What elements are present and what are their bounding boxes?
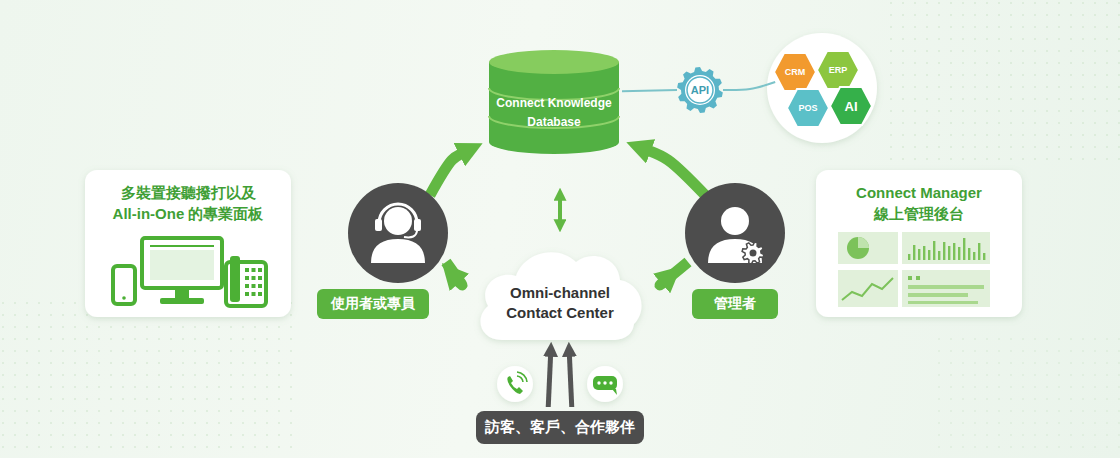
- node-text: CRM: [785, 67, 806, 77]
- node-text: 管理者: [692, 289, 778, 319]
- admin-circle: 管理者: [685, 183, 785, 323]
- panel-card: [816, 170, 1022, 317]
- system-hexagon: POS: [786, 88, 830, 128]
- connector-arrow: [649, 151, 705, 195]
- connector-arrow: [430, 154, 460, 195]
- cloud-shape: Omni-channel Contact Center: [472, 240, 648, 348]
- node-text: Connect Knowledge Database: [492, 94, 616, 131]
- bar-chart: [908, 238, 985, 260]
- connector-arrow: [446, 262, 462, 285]
- node-text: API: [691, 84, 709, 96]
- node-text: Omni-channel Contact Center: [494, 283, 626, 324]
- node-text: POS: [798, 103, 817, 113]
- devices-illustration: [113, 238, 266, 306]
- panel-title-box: Connect Manager 線上管理後台: [816, 170, 1022, 232]
- connector-arrow: [723, 82, 775, 90]
- user-circle: 使用者或專員: [317, 183, 449, 323]
- connector-arrow: [569, 356, 571, 407]
- connector-arrow: [660, 262, 688, 285]
- connector-arrow: [558, 200, 562, 220]
- audience-box: 訪客、客戶、合作夥伴: [476, 411, 644, 444]
- connector-arrow: [548, 356, 550, 407]
- system-hexagon: CRM: [773, 52, 817, 92]
- node-text: Connect Manager 線上管理後台: [838, 182, 1001, 224]
- system-hexagon: AI: [829, 86, 873, 126]
- api-gear: API: [677, 67, 723, 113]
- system-hexagon: ERP: [816, 50, 860, 90]
- chat-icon: [587, 366, 623, 402]
- panel-card: [85, 170, 291, 317]
- dot-texture: [930, 330, 1120, 458]
- keypad-dots: [245, 268, 262, 296]
- dashboard-illustration: [838, 232, 990, 307]
- dot-texture: [0, 300, 300, 458]
- node-text: 多裝置接聽撥打以及 All-in-One 的專業面板: [107, 182, 270, 224]
- phone-icon: [497, 366, 533, 402]
- integration-circle: [767, 33, 877, 143]
- panel-title-box: 多裝置接聽撥打以及 All-in-One 的專業面板: [85, 170, 291, 232]
- database-cylinder: Connect Knowledge Database: [487, 48, 621, 156]
- dot-texture: [880, 0, 1120, 160]
- node-text: 訪客、客戶、合作夥伴: [485, 418, 635, 437]
- node-text: ERP: [829, 65, 848, 75]
- node-text: AI: [845, 99, 858, 114]
- connector-arrow: [622, 90, 677, 91]
- node-text: 使用者或專員: [317, 289, 429, 319]
